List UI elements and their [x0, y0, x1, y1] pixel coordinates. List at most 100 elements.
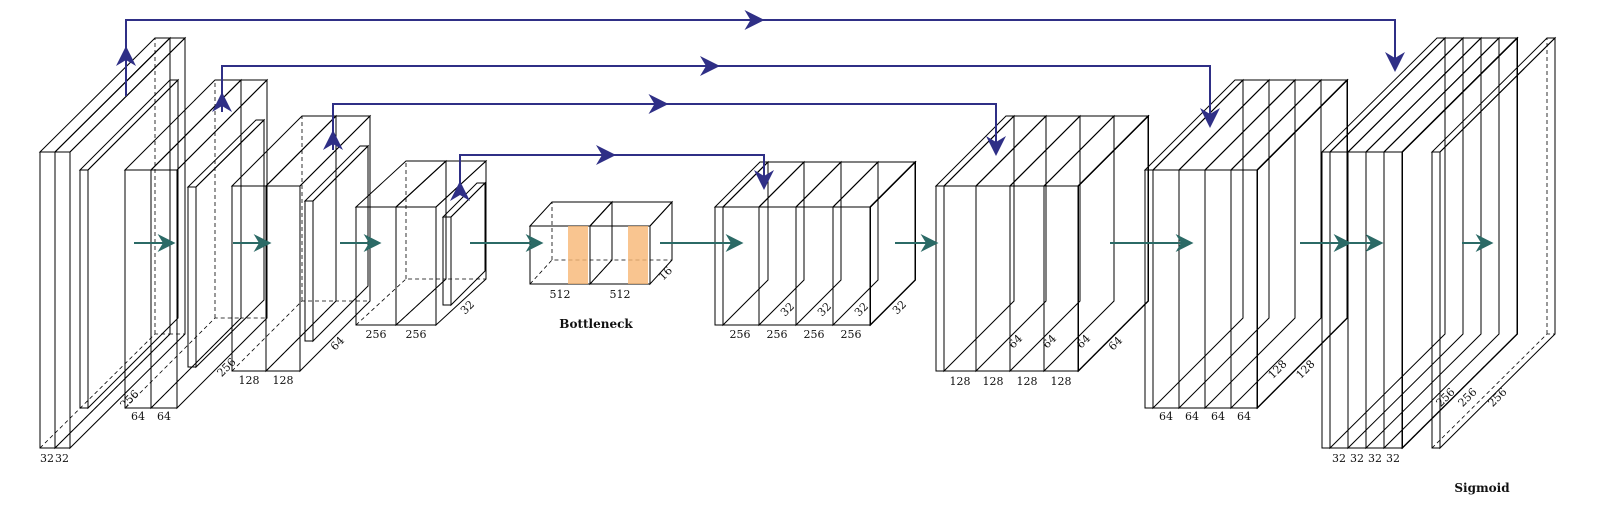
layer-top-face: [38, 37, 172, 153]
skip-down-arrow: [664, 103, 1006, 156]
channel-label: 64: [157, 410, 171, 423]
layer-front-face: [442, 216, 452, 306]
layer-top-face: [1143, 79, 1245, 171]
sigmoid-caption: Sigmoid: [1454, 481, 1510, 495]
layer-front-face: [1152, 169, 1180, 409]
channel-label: 128: [1051, 375, 1072, 388]
layer-front-face: [869, 206, 871, 326]
layer-front-face: [1329, 151, 1349, 449]
layer-front-face: [124, 169, 152, 409]
bottleneck-caption: Bottleneck: [559, 317, 633, 331]
layer-side-face: [975, 114, 1047, 373]
height-label: 256: [1434, 386, 1458, 410]
layer-top-face: [1177, 79, 1297, 171]
channel-label: 256: [366, 328, 387, 341]
channel-label: 64: [1237, 410, 1251, 423]
layer-hidden-edges: [1431, 38, 1555, 449]
layer-top-face: [1364, 37, 1501, 153]
height-label: 32: [890, 298, 909, 317]
layer-front-face: [975, 185, 1011, 372]
layer-top-face: [1203, 79, 1323, 171]
channel-label: 128: [983, 375, 1004, 388]
height-label: 256: [215, 356, 239, 380]
layer-front-face: [187, 186, 197, 368]
layer-side-face: [265, 114, 337, 373]
layer-hidden-edges: [395, 161, 486, 326]
layer-hidden-edges: [589, 202, 672, 285]
channel-label: 32: [1386, 452, 1400, 465]
conv-layer: [264, 114, 372, 373]
skip-down-arrow: [716, 65, 1220, 128]
conv-layer: [394, 159, 488, 327]
height-label: 64: [1006, 332, 1025, 351]
pool-layer: [186, 118, 266, 369]
layer-top-face: [1430, 37, 1557, 153]
layer-top-face: [394, 160, 488, 208]
unpool-layer: [794, 160, 880, 327]
layer-side-face: [1178, 78, 1270, 410]
layer-top-face: [53, 37, 187, 153]
layer-hidden-edges: [39, 38, 170, 449]
conv-layer: [149, 78, 269, 410]
layer-hidden-edges: [1256, 80, 1348, 409]
channel-label: 64: [131, 410, 145, 423]
layer-front-face: [935, 185, 945, 372]
output-layer: [1430, 36, 1557, 450]
layer-top-face: [831, 161, 917, 208]
channel-label: 32: [40, 452, 54, 465]
layer-hidden-edges: [355, 161, 446, 326]
relu-band: [568, 226, 588, 284]
channel-label: 32: [55, 452, 69, 465]
layer-front-face: [39, 151, 56, 449]
channel-label: 32: [1350, 452, 1364, 465]
channel-label: 256: [841, 328, 862, 341]
layer-top-face: [149, 79, 269, 171]
skip-connection: [212, 56, 1220, 128]
skip-connection: [450, 145, 774, 201]
skip-down-arrow: [612, 154, 774, 190]
layer-top-face: [794, 161, 880, 208]
layer-top-face: [934, 115, 1016, 187]
layer-top-face: [1346, 37, 1483, 153]
layer-top-face: [441, 182, 487, 218]
skip-top-arrow: [459, 145, 616, 187]
layer-front-face: [1321, 151, 1331, 449]
conv-layer: [868, 160, 917, 327]
layer-hidden-edges: [1077, 116, 1149, 372]
layer-front-face: [79, 169, 89, 409]
layer-front-face: [265, 185, 301, 372]
channel-label: 32: [1332, 452, 1346, 465]
layer-front-face: [355, 206, 397, 326]
layer-front-face: [1204, 169, 1232, 409]
conv-layer: [1076, 114, 1150, 373]
skip-top-arrow: [332, 94, 669, 136]
layer-top-face: [1328, 37, 1465, 153]
upsample-layer: [934, 114, 1016, 373]
channel-label: 128: [239, 374, 260, 387]
concat-layer: [1382, 36, 1519, 450]
upsample-layer: [942, 114, 1048, 373]
pool-layer: [303, 144, 370, 343]
layer-top-face: [123, 79, 243, 171]
layer-hidden-edges: [231, 116, 336, 372]
layer-top-face: [974, 115, 1082, 187]
layer-blocks: [38, 36, 1557, 450]
concat-layer: [974, 114, 1082, 373]
layer-front-face: [231, 185, 267, 372]
channel-label: 64: [1185, 410, 1199, 423]
channel-label: 64: [1159, 410, 1173, 423]
height-label: 64: [1040, 332, 1059, 351]
layer-front-face: [714, 206, 724, 326]
layer-front-face: [1431, 151, 1441, 449]
layer-side-face: [832, 160, 879, 327]
layer-top-face: [1042, 115, 1150, 187]
skip-connections: [116, 10, 1405, 201]
unpool-layer: [1008, 114, 1116, 373]
height-label: 256: [1456, 386, 1480, 410]
skip-top-arrow: [125, 10, 765, 52]
layer-hidden-edges: [869, 162, 916, 326]
concat-layer: [757, 160, 843, 327]
layer-front-face: [1178, 169, 1206, 409]
